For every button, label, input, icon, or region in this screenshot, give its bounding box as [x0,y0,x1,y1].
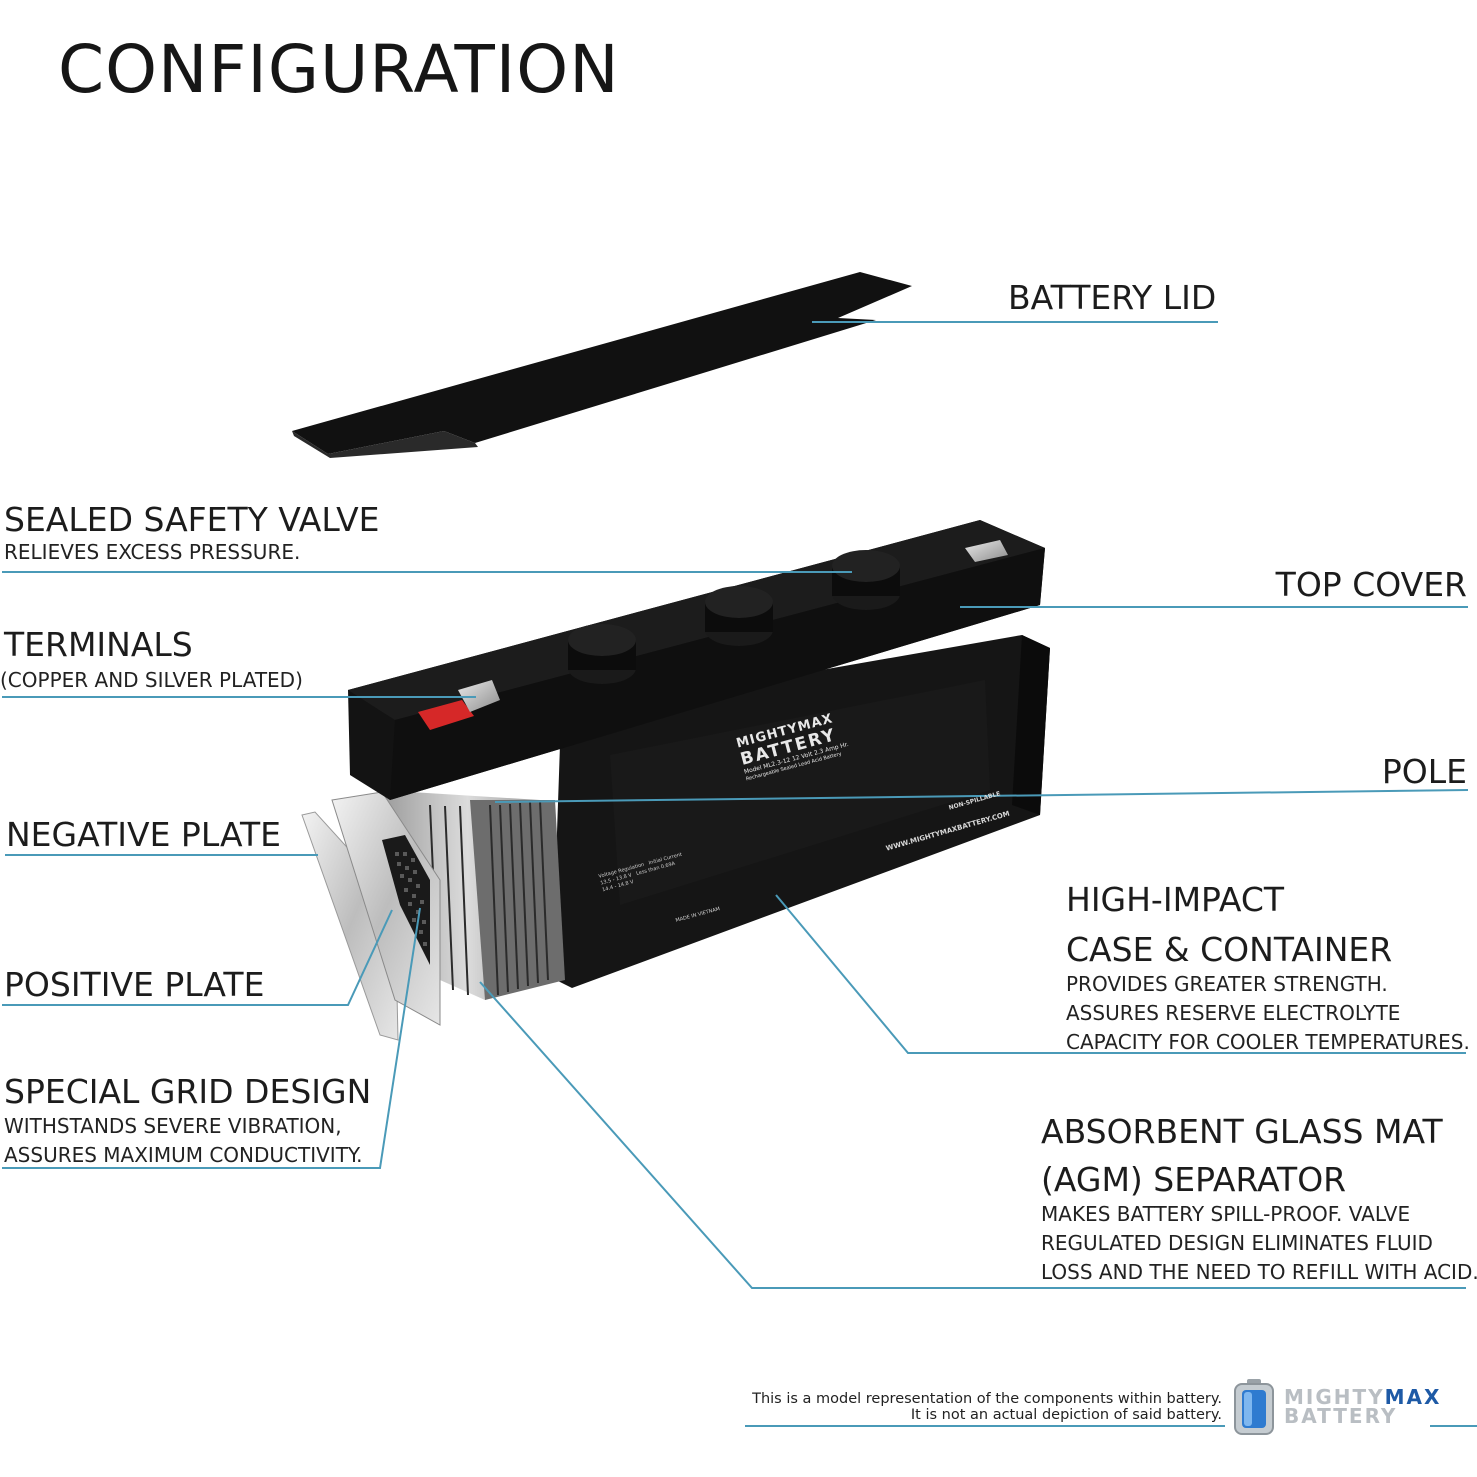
high-impact-callout: HIGH-IMPACT CASE & CONTAINER PROVIDES GR… [1066,880,1470,1057]
agm-label-line2: (AGM) SEPARATOR [1041,1160,1347,1199]
cell-plates-shape [301,790,565,1041]
special-grid-label: SPECIAL GRID DESIGN [4,1072,372,1111]
agm-desc-line1: MAKES BATTERY SPILL-PROOF. VALVE [1041,1202,1411,1226]
sealed-safety-valve-label: SEALED SAFETY VALVE [4,500,380,539]
top-cover-label: TOP COVER [1275,565,1467,604]
high-impact-desc-line3: CAPACITY FOR COOLER TEMPERATURES. [1066,1030,1470,1054]
positive-plate-label: POSITIVE PLATE [4,965,265,1004]
high-impact-desc-line2: ASSURES RESERVE ELECTROLYTE [1066,1001,1401,1025]
disclaimer-line1: This is a model representation of the co… [752,1391,1222,1407]
top-cover-shape [348,520,1045,800]
negative-plate-label: NEGATIVE PLATE [6,815,281,854]
agm-separator-callout: ABSORBENT GLASS MAT (AGM) SEPARATOR MAKE… [1041,1112,1477,1287]
battery-case-shape [535,635,1050,988]
terminals-desc: (COPPER AND SILVER PLATED) [0,668,303,692]
high-impact-desc-line1: PROVIDES GREATER STRENGTH. [1066,972,1388,996]
agm-desc-line3: LOSS AND THE NEED TO REFILL WITH ACID. [1041,1260,1477,1284]
sealed-safety-valve-desc: RELIEVES EXCESS PRESSURE. [4,540,301,564]
mightymax-logo: MIGHTYMAX BATTERY [1284,1385,1442,1428]
battery-logo-icon [1232,1378,1276,1436]
special-grid-callout: SPECIAL GRID DESIGN WITHSTANDS SEVERE VI… [4,1072,371,1170]
pole-label: POLE [1381,752,1467,791]
battery-lid-label: BATTERY LID [1008,278,1217,317]
agm-label-line1: ABSORBENT GLASS MAT [1041,1112,1443,1151]
battery-lid-shape [292,272,912,458]
leader-lines [2,321,1477,1427]
special-grid-desc-line2: ASSURES MAXIMUM CONDUCTIVITY. [4,1143,363,1167]
special-grid-desc-line1: WITHSTANDS SEVERE VIBRATION, [4,1114,342,1138]
agm-desc-line2: REGULATED DESIGN ELIMINATES FLUID [1041,1231,1433,1255]
page-title: CONFIGURATION [58,31,620,108]
terminals-label: TERMINALS [4,625,193,664]
high-impact-label-line1: HIGH-IMPACT [1066,880,1285,919]
disclaimer: This is a model representation of the co… [752,1391,1222,1423]
disclaimer-line2: It is not an actual depiction of said ba… [910,1407,1222,1423]
high-impact-label-line2: CASE & CONTAINER [1066,930,1393,969]
